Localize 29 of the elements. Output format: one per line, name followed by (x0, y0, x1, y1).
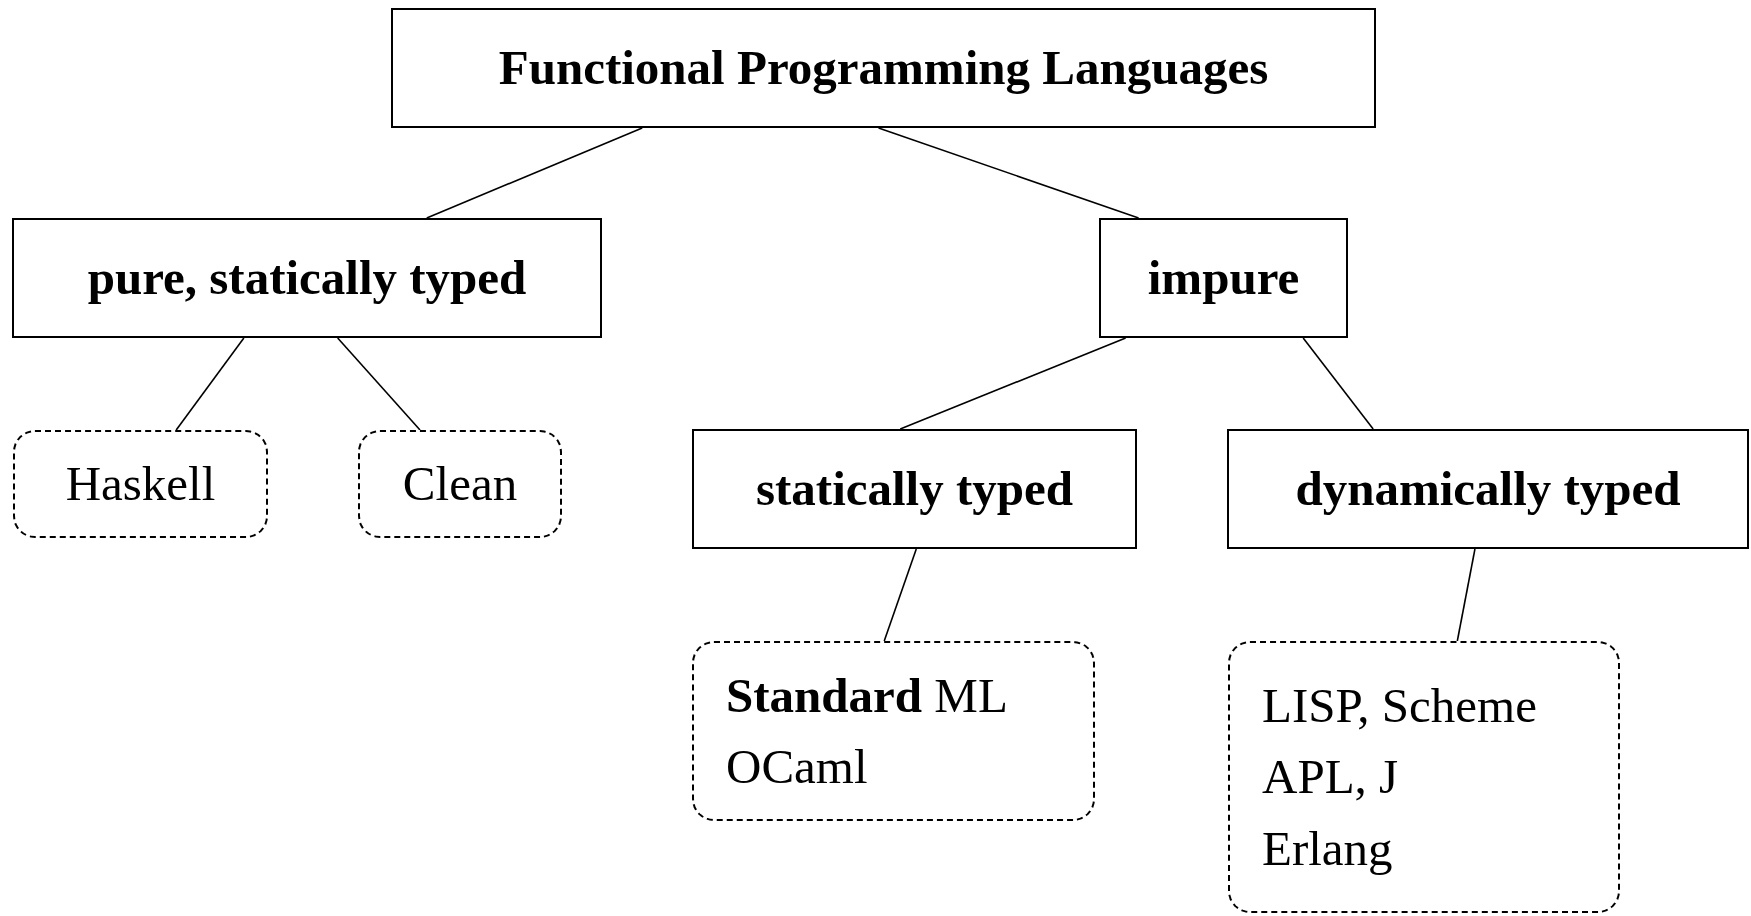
connector-line (899, 337, 1127, 430)
box-label: impure (1147, 249, 1300, 308)
connector-line (175, 337, 245, 431)
box-label: Functional Programming Languages (498, 39, 1269, 98)
box-label: Haskell (65, 455, 216, 514)
box-label: Clean (402, 455, 518, 514)
box-label: Standard ML (726, 666, 1008, 725)
language-box (692, 641, 1095, 821)
language-box (13, 430, 268, 538)
box-label: Erlang (1262, 819, 1393, 878)
box-label: LISP, Scheme (1262, 677, 1537, 736)
box-label: OCaml (726, 738, 868, 796)
box-label: APL, J (1262, 748, 1399, 807)
connector-line (1456, 548, 1476, 642)
language-box (1228, 641, 1620, 913)
category-box (692, 429, 1137, 549)
connector-line (1302, 337, 1374, 430)
category-box (391, 8, 1376, 128)
connector-line (425, 127, 643, 219)
category-box (1099, 218, 1348, 338)
category-box (1227, 429, 1749, 549)
box-label: dynamically typed (1295, 460, 1681, 519)
box-label: statically typed (755, 460, 1074, 519)
connector-line (883, 548, 918, 642)
category-box (12, 218, 602, 338)
connector-line (877, 127, 1140, 219)
connector-line (336, 337, 421, 431)
box-label: pure, statically typed (87, 249, 527, 308)
language-box (358, 430, 562, 538)
